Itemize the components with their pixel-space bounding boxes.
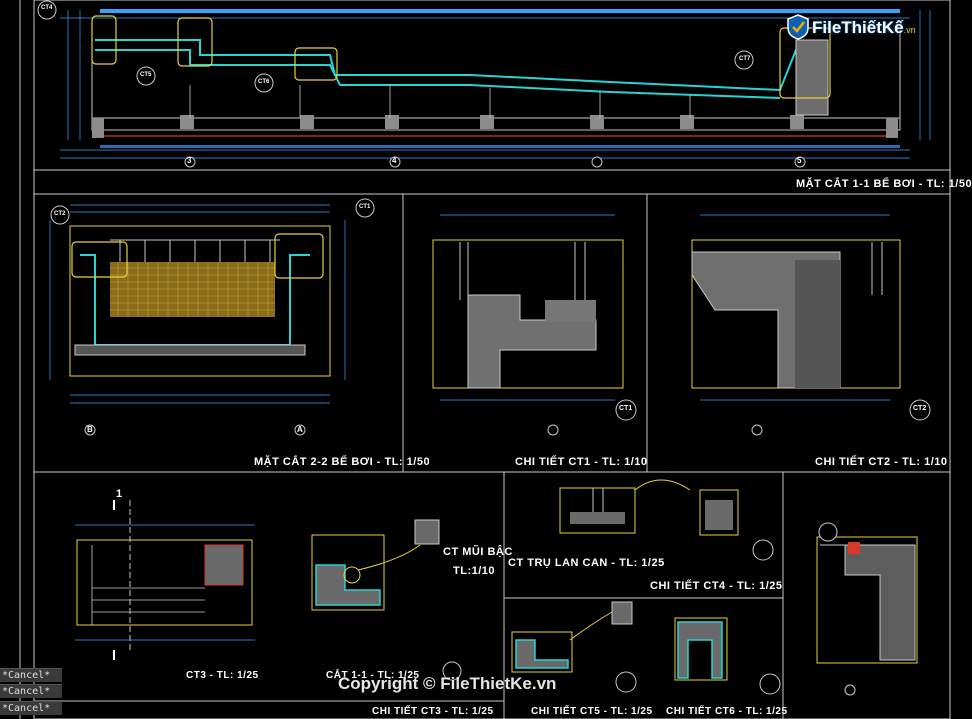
copyright-watermark: Copyright © FileThietKe.vn <box>338 674 557 693</box>
title-ct-mui-bac: CT MŨI BẬC <box>443 546 513 558</box>
tag-ct15: CT5 <box>140 72 152 78</box>
logo-text: FileThiếtKế.vn <box>812 18 916 37</box>
title-ct4: CHI TIẾT CT4 - TL: 1/25 <box>650 580 783 592</box>
title-ct-tru-lan-can: CT TRỤ LAN CAN - TL: 1/25 <box>508 557 665 569</box>
title-section-2-2: MẶT CẮT 2-2 BỂ BƠI - TL: 1/50 <box>254 456 431 468</box>
tag-ct2: CT2 <box>913 405 927 412</box>
tag-ct16: CT6 <box>258 79 270 85</box>
command-line-entry: *Cancel* <box>0 684 62 698</box>
title-ct3-plan: CT3 - TL: 1/25 <box>186 670 259 681</box>
title-cut-1-1-small: CẮT 1-1 - TL: 1/25 <box>326 670 420 681</box>
tag-ct17: CT7 <box>739 56 751 62</box>
logo-shield-icon <box>787 14 809 40</box>
title-ct-mui-bac-scale: TL:1/10 <box>453 565 496 577</box>
grid-label-4: 4 <box>392 156 397 165</box>
cut-marker-1: 1 <box>116 488 123 500</box>
tag-ct14: CT4 <box>41 5 53 11</box>
grid-label-a: A <box>297 425 303 434</box>
site-logo: FileThiếtKế.vn <box>786 14 926 44</box>
title-ct2: CHI TIẾT CT2 - TL: 1/10 <box>815 456 948 468</box>
grid-label-3: 3 <box>187 156 192 165</box>
tag-ct1: CT1 <box>619 405 633 412</box>
title-section-1-1: MẶT CẮT 1-1 BỂ BƠI - TL: 1/50 <box>796 178 972 190</box>
grid-label-b: B <box>87 425 93 434</box>
command-line-entry: *Cancel* <box>0 668 62 682</box>
title-ct5: CHI TIẾT CT5 - TL: 1/25 <box>531 706 653 717</box>
title-ct3: CHI TIẾT CT3 - TL: 1/25 <box>372 706 494 717</box>
cad-drawing-canvas <box>19 0 951 719</box>
grid-label-5: 5 <box>797 156 802 165</box>
tag-ct2-ref: CT2 <box>54 211 66 217</box>
tag-ct1-ref: CT1 <box>359 204 371 210</box>
command-line-entry: *Cancel* <box>0 701 62 715</box>
title-ct1: CHI TIẾT CT1 - TL: 1/10 <box>515 456 648 468</box>
logo-suffix: .vn <box>903 25 916 35</box>
title-ct6: CHI TIẾT CT6 - TL: 1/25 <box>666 706 788 717</box>
